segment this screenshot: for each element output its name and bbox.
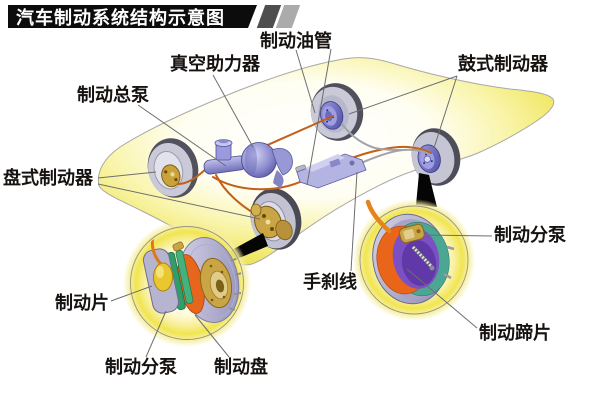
leader-vacuum-booster [212, 74, 254, 148]
front-right-caliper-detail [250, 203, 293, 241]
leader-brake-oil-pipe-b [306, 48, 332, 186]
leader-disc-brake-b [97, 183, 261, 220]
label-disc-brake: 盘式制动器 [3, 168, 93, 189]
leader-disc-brake-a [97, 171, 157, 179]
leader-lines [97, 48, 493, 358]
page-title: 汽车制动系统结构示意图 [16, 7, 225, 29]
leader-brake-pad [110, 285, 153, 302]
callout-wedge-right [416, 173, 437, 207]
label-drum-brake: 鼓式制动器 [458, 54, 548, 75]
leader-drum-brake-a [348, 75, 458, 115]
inset-disc-brake [123, 219, 251, 347]
booster-bracket [271, 148, 293, 176]
wheel-rear-left [310, 83, 364, 141]
label-brake-shoe: 制动蹄片 [479, 323, 551, 344]
inset-drum-brake [353, 199, 475, 321]
wheel-cylinder-gold [398, 223, 425, 244]
leader-brake-shoe [406, 268, 478, 329]
leader-handbrake-cable [350, 171, 358, 272]
label-brake-master-cylinder: 制动总泵 [77, 85, 149, 106]
leader-brake-oil-pipe-a [295, 49, 316, 114]
handbrake-cable-end [365, 199, 392, 234]
leader-wheel-cyl-rear [423, 234, 493, 237]
label-vacuum-booster: 真空助力器 [170, 54, 260, 75]
caliper-piston-yellow [153, 262, 173, 292]
label-brake-wheel-cylinder-rear: 制动分泵 [494, 225, 566, 246]
pad-green-2 [175, 249, 194, 304]
pipe-to-front-left [177, 168, 207, 185]
label-brake-oil-pipe: 制动油管 [260, 31, 332, 52]
handbrake-cables [341, 123, 430, 168]
wheel-rear-right [411, 128, 461, 186]
master-cylinder-unit [203, 139, 293, 188]
leader-master-cylinder [137, 104, 227, 167]
leader-brake-disc [194, 314, 230, 358]
label-brake-disc: 制动盘 [214, 357, 268, 378]
label-brake-wheel-cylinder-front: 制动分泵 [105, 357, 177, 378]
title-bar: 汽车制动系统结构示意图 [8, 5, 257, 28]
label-handbrake-cable: 手刹线 [303, 272, 357, 293]
leader-drum-brake-b [433, 75, 458, 149]
label-brake-pad: 制动片 [55, 293, 109, 314]
caliper-gold [161, 164, 181, 188]
handbrake-lever [296, 153, 367, 189]
leader-wheel-cyl-front [145, 310, 167, 358]
